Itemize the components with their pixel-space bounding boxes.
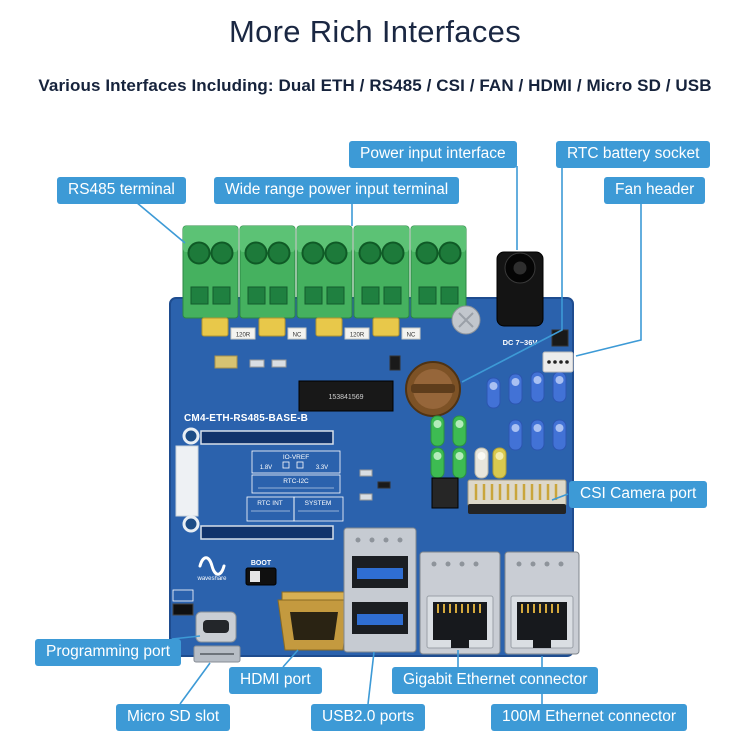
dc-jack (496, 251, 544, 327)
rtc-battery-holder (405, 361, 461, 417)
terminal-tag: NC (407, 333, 416, 339)
chip-marking: 153841569 (328, 394, 363, 401)
board-model-silkscreen: CM4-ETH-RS485-BASE-B (184, 413, 308, 424)
svg-text:BOOT: BOOT (251, 560, 272, 567)
mounting-hole (182, 427, 200, 445)
callout-programming-port: Programming port (35, 639, 182, 666)
leader-lines (135, 166, 642, 705)
callout-100m-ethernet: 100M Ethernet connector (491, 704, 688, 731)
svg-text:RTC INT: RTC INT (257, 500, 283, 507)
fan-header (542, 351, 574, 373)
callout-usb2-ports: USB2.0 ports (311, 704, 426, 731)
svg-text:waveshare: waveshare (196, 576, 227, 582)
callout-rtc-battery-socket: RTC battery socket (556, 141, 711, 168)
svg-text:3.3V: 3.3V (316, 465, 328, 471)
svg-text:SYSTEM: SYSTEM (305, 500, 332, 507)
leader-rs485 (135, 201, 186, 244)
callout-fan-header: Fan header (604, 177, 706, 204)
callout-micro-sd-slot: Micro SD slot (116, 704, 231, 731)
terminal-tag: 120R (350, 333, 365, 339)
pin-header (172, 603, 194, 616)
cm4-socket-bottom (200, 525, 334, 540)
led-cluster (430, 371, 567, 479)
pcb-board: 120R NC 120R NC DC 7~36V (169, 225, 580, 663)
callout-rs485-terminal: RS485 terminal (57, 177, 186, 204)
callout-hdmi-port: HDMI port (229, 667, 322, 694)
rj45-100m (504, 551, 580, 655)
mounting-hole (182, 515, 200, 533)
microusb-programming-port (195, 611, 237, 643)
callout-wide-range-power: Wide range power input terminal (214, 177, 460, 204)
leader-microsd (179, 662, 211, 705)
leader-fan-header (575, 202, 642, 357)
hdmi-connector (277, 591, 351, 651)
smd-components (214, 329, 569, 501)
screw-terminal-blocks (182, 225, 467, 319)
callout-csi-camera-port: CSI Camera port (569, 481, 708, 508)
chip-ic: 153841569 (298, 380, 394, 412)
callout-power-input: Power input interface (349, 141, 517, 168)
leader-csi (551, 493, 569, 501)
capacitor (451, 305, 481, 335)
page-title: More Rich Interfaces (229, 14, 521, 49)
rj45-gigabit (419, 551, 501, 655)
usb2-stack (343, 527, 417, 653)
terminal-tag: NC (293, 333, 302, 339)
page-subtitle: Various Interfaces Including: Dual ETH /… (38, 76, 712, 95)
boot-switch: BOOT (245, 560, 277, 586)
leader-hdmi (282, 649, 299, 668)
leader-rtc-battery (461, 166, 563, 383)
callout-gigabit-ethernet: Gigabit Ethernet connector (392, 667, 599, 694)
leader-usb2 (367, 651, 375, 705)
dc-range-silkscreen: DC 7~36V (503, 338, 538, 347)
silkscreen-io-vref: IO-VREF 1.8V 3.3V (251, 450, 341, 474)
svg-text:1.8V: 1.8V (260, 465, 272, 471)
terminal-tag: 120R (236, 333, 251, 339)
terminal-plug-connectors: 120R NC 120R NC (201, 317, 421, 340)
csi-connector (431, 477, 567, 514)
thermal-pad (175, 445, 199, 517)
cm4-socket-top (200, 430, 334, 445)
leader-programming (171, 635, 201, 640)
pin-header-outline (172, 589, 194, 602)
svg-text:RTC-I2C: RTC-I2C (283, 478, 309, 485)
silkscreen-rtc-i2c: RTC-I2C (251, 474, 341, 494)
svg-text:IO-VREF: IO-VREF (283, 454, 309, 461)
microsd-slot (193, 645, 241, 663)
waveshare-logo: waveshare (196, 556, 227, 582)
silkscreen-rtc-int-system: RTC INT SYSTEM (246, 496, 344, 522)
